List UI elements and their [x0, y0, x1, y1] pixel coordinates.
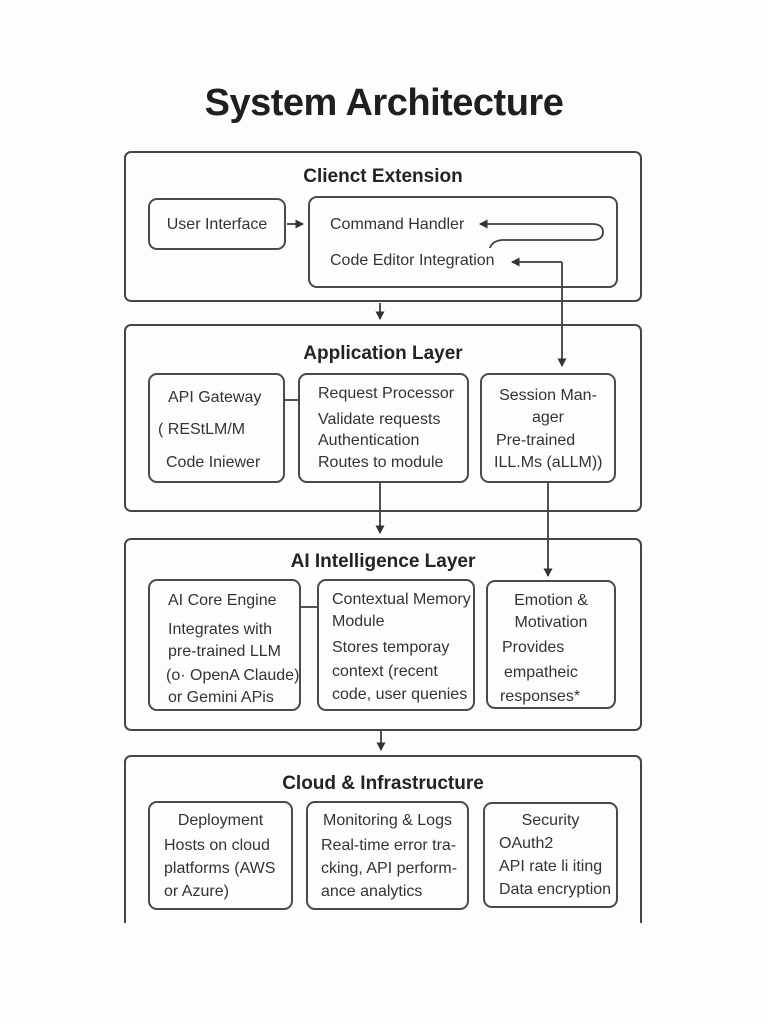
emotion-motivation-title-2: Motivation — [514, 614, 588, 631]
application-layer-section — [124, 324, 642, 512]
user-interface-box — [148, 198, 286, 250]
code-editor-integration-label: Code Editor Integration — [330, 252, 495, 269]
contextual-memory-title-1: Contextual Memory — [332, 591, 471, 608]
security-title: Security — [521, 812, 580, 829]
request-processor-box — [298, 373, 469, 483]
emotion-motivation-line-1: Provides — [502, 639, 565, 656]
emotion-motivation-line-3: responses* — [500, 688, 581, 705]
deployment-line-1: Hosts on cloud — [164, 837, 270, 854]
monitoring-logs-line-3: ance analytics — [321, 883, 423, 900]
ai-core-engine-line-2: pre-trained LLM — [168, 643, 281, 660]
cloud-infrastructure-section — [124, 755, 642, 923]
command-handler-box — [308, 196, 618, 288]
monitoring-logs-box — [306, 801, 469, 910]
page-title: System Architecture — [204, 82, 564, 124]
ai-core-engine-line-1: Integrates with — [168, 621, 273, 638]
user-interface-label: User Interface — [166, 216, 268, 233]
client-extension-section — [124, 151, 642, 302]
cloud-infrastructure-title: Cloud & Infrastructure — [282, 773, 484, 794]
contextual-memory-box — [317, 579, 475, 711]
ai-intelligence-section — [124, 538, 642, 731]
ai-intelligence-title: AI Intelligence Layer — [290, 551, 476, 572]
session-manager-title-2: ager — [531, 409, 565, 426]
contextual-memory-line-2: context (recent — [332, 663, 438, 680]
session-manager-box — [480, 373, 616, 483]
request-processor-line-1: Validate requests — [318, 411, 441, 428]
security-line-3: Data encryption — [499, 881, 612, 898]
api-gateway-title: API Gateway — [168, 389, 262, 406]
arrow-loop-command-handler — [479, 219, 604, 249]
request-processor-line-3: Routes to module — [318, 454, 444, 471]
deployment-line-3: or Azure) — [164, 883, 229, 900]
ai-core-engine-box — [148, 579, 301, 711]
monitoring-logs-line-2: cking, API perform- — [321, 860, 458, 877]
ai-core-engine-line-4: or Gemini APis — [168, 689, 274, 706]
contextual-memory-line-1: Stores temporay — [332, 639, 450, 656]
security-line-2: API rate li iting — [499, 858, 603, 875]
api-gateway-line-2: Code Iniewer — [166, 454, 261, 471]
client-extension-title: Clienct Extension — [303, 166, 463, 187]
security-box — [483, 802, 618, 908]
deployment-line-2: platforms (AWS — [164, 860, 276, 877]
monitoring-logs-line-1: Real-time error tra- — [321, 837, 457, 854]
api-gateway-line-1: ( REStLM/M — [158, 421, 246, 438]
session-manager-line-1: Pre-trained — [496, 432, 576, 449]
security-line-1: OAuth2 — [499, 835, 554, 852]
deployment-title: Deployment — [177, 812, 264, 829]
session-manager-line-2: ILL.Ms (aLLM)) — [494, 454, 603, 471]
request-processor-title: Request Processor — [318, 385, 455, 402]
emotion-motivation-line-2: empatheic — [504, 664, 578, 681]
command-handler-label: Command Handler — [330, 216, 465, 233]
monitoring-logs-title: Monitoring & Logs — [323, 812, 452, 829]
ai-core-engine-line-3: (o· OpenA Claude) — [166, 667, 300, 684]
api-gateway-box — [148, 373, 285, 483]
emotion-motivation-box — [486, 580, 616, 709]
contextual-memory-line-3: code, user quenies — [332, 686, 468, 703]
session-manager-title-1: Session Man- — [499, 387, 597, 404]
contextual-memory-title-2: Module — [332, 613, 385, 630]
emotion-motivation-title-1: Emotion & — [514, 592, 588, 609]
ai-core-engine-title: AI Core Engine — [168, 592, 277, 609]
request-processor-line-2: Authentication — [318, 432, 420, 449]
deployment-box — [148, 801, 293, 910]
application-layer-title: Application Layer — [303, 343, 463, 364]
